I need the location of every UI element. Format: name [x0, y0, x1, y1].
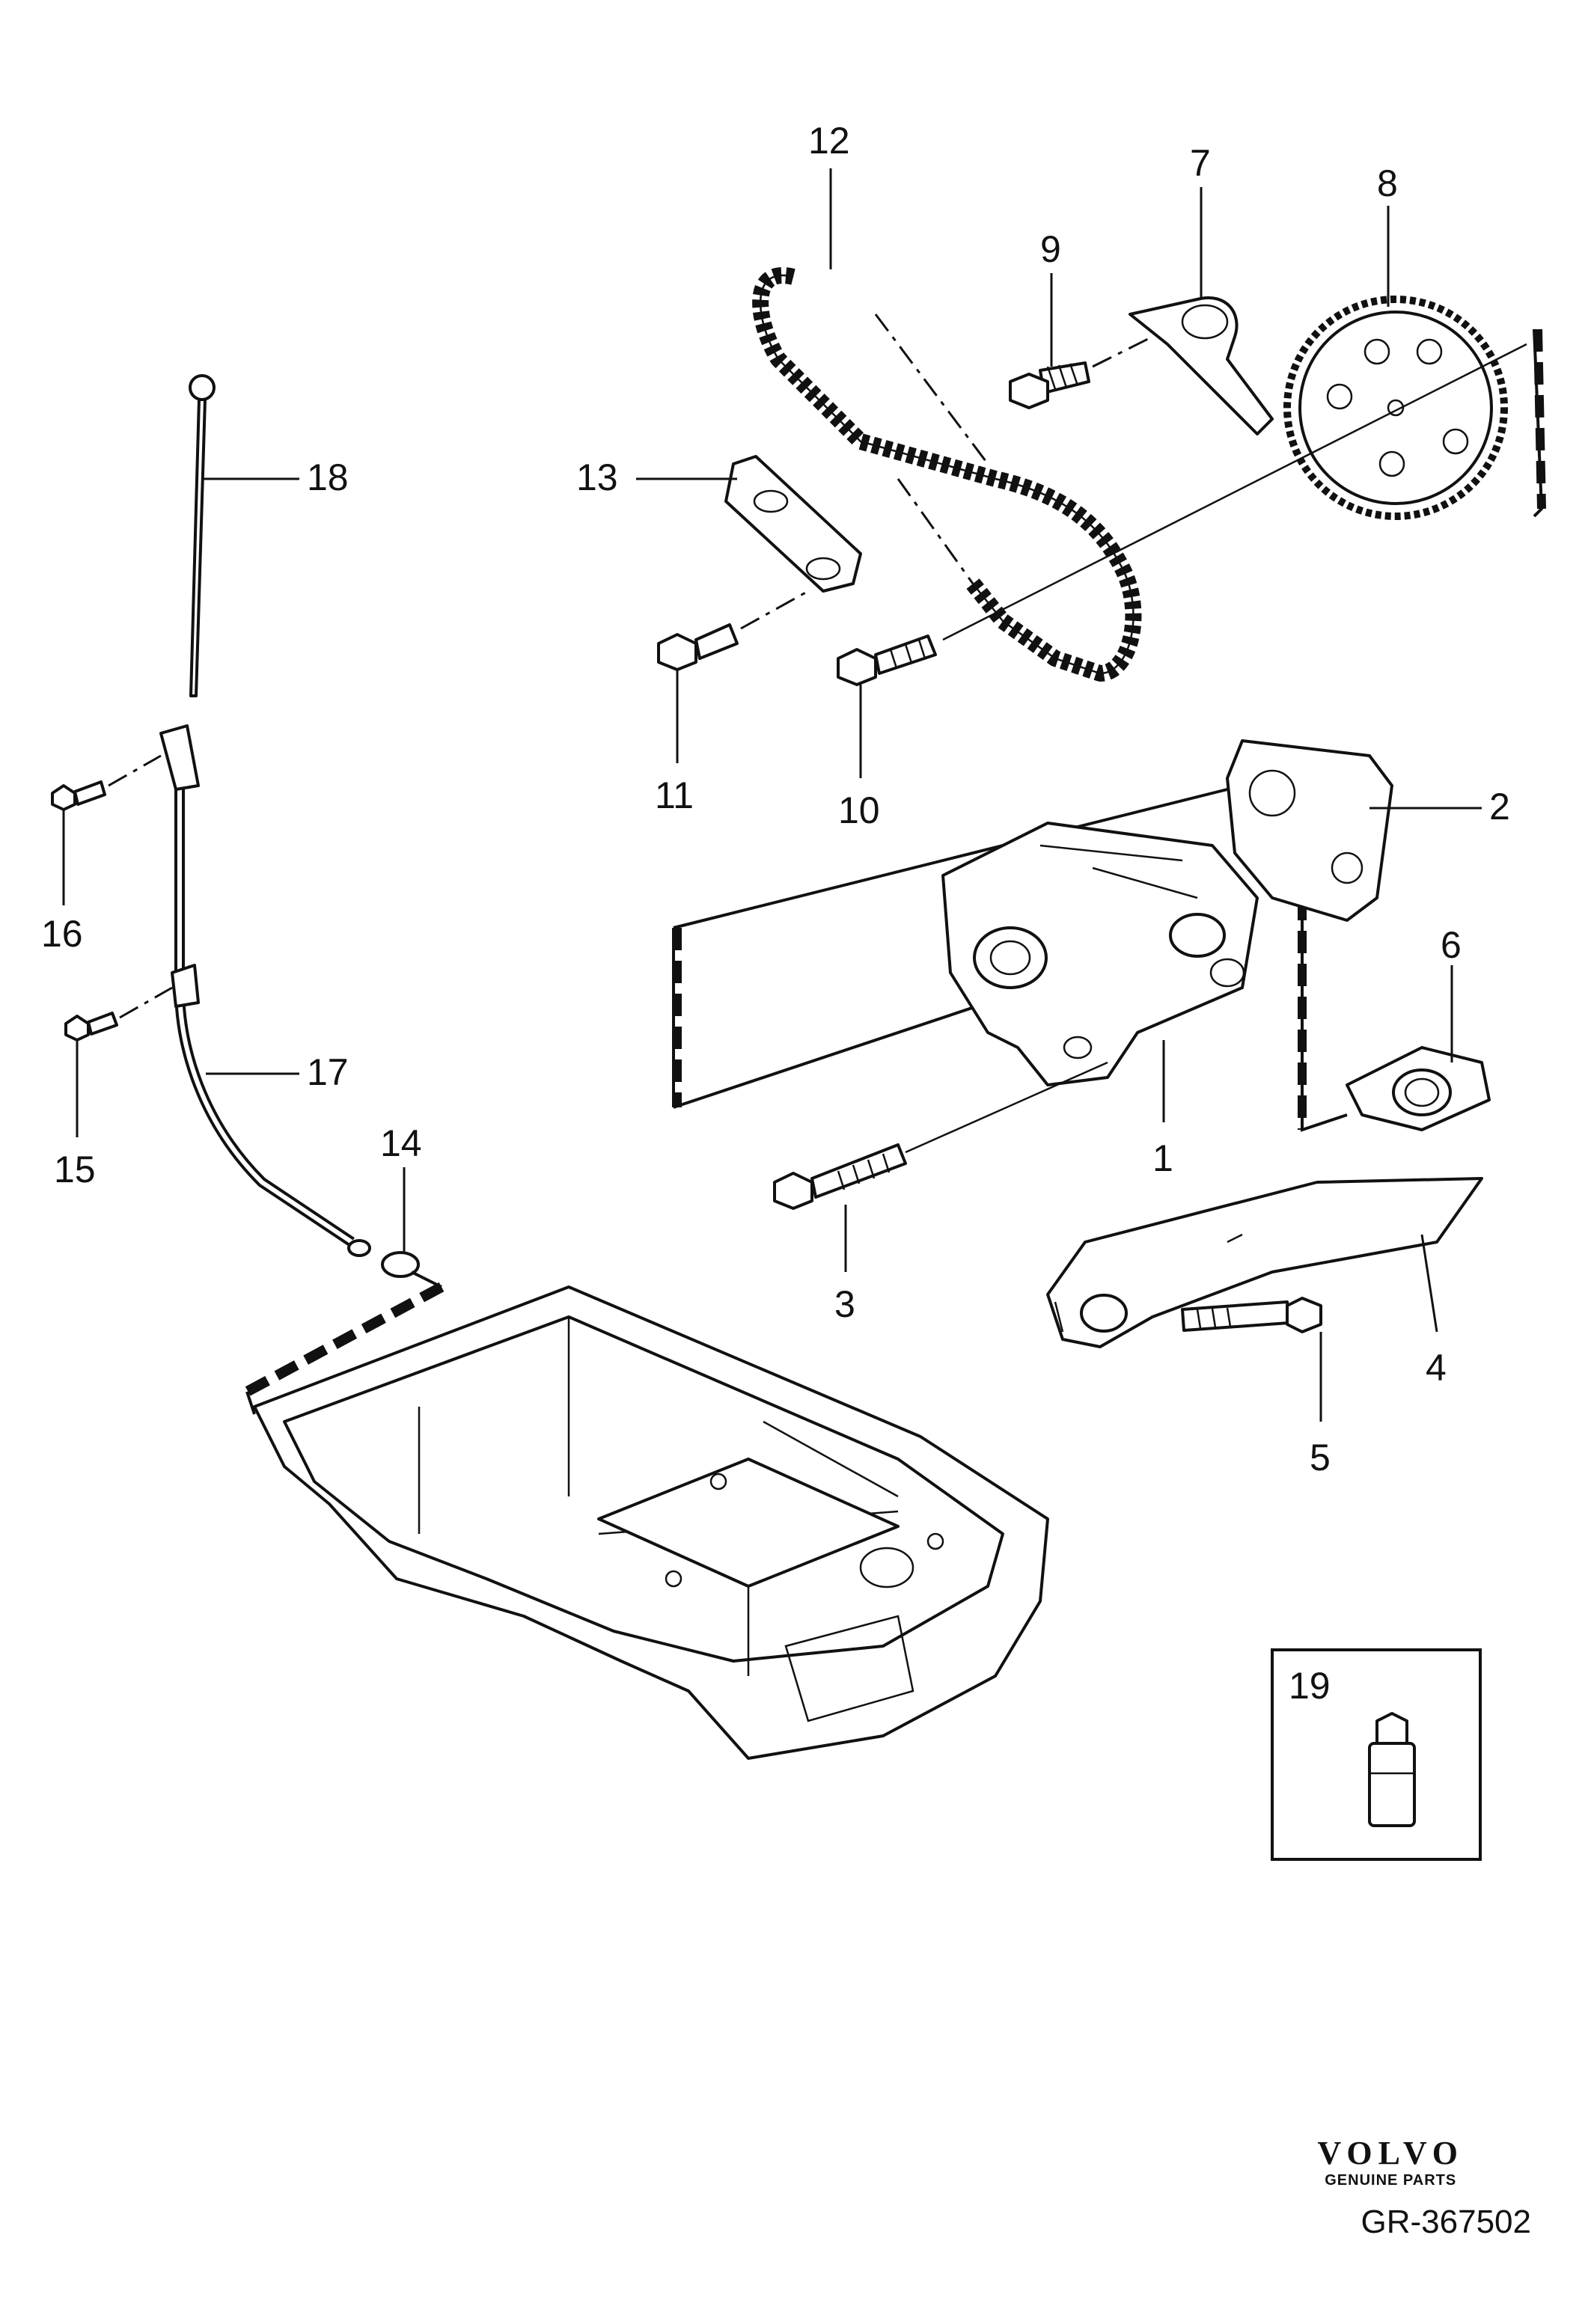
callout-18: 18: [307, 456, 349, 498]
oil-pan[interactable]: [253, 1285, 1049, 1760]
dipstick-tube[interactable]: [159, 724, 371, 1257]
callout-11: 11: [655, 774, 694, 816]
bolt-5[interactable]: [1181, 1297, 1322, 1333]
bolt-15[interactable]: [64, 986, 173, 1042]
plug-19[interactable]: [1368, 1712, 1416, 1827]
chain-tensioner[interactable]: [1129, 296, 1274, 435]
callout-9: 9: [1040, 228, 1061, 270]
bolt-9[interactable]: [1009, 335, 1153, 409]
figure-id: GR-367502: [1361, 2204, 1531, 2240]
callout-14: 14: [380, 1122, 422, 1164]
o-ring[interactable]: [381, 1251, 420, 1278]
callout-17: 17: [307, 1051, 349, 1093]
bolt-10[interactable]: [837, 634, 937, 686]
pump-gasket[interactable]: [1226, 739, 1393, 922]
callout-10: 10: [838, 789, 880, 831]
callout-2: 2: [1489, 786, 1510, 828]
callout-13: 13: [576, 456, 618, 498]
bolt-11[interactable]: [657, 590, 809, 671]
sprocket[interactable]: [1283, 296, 1508, 520]
callout-labels: 1 2 3 4 5 6 7 8 9 10 11 12 13 14 15 16 1…: [41, 120, 1510, 1707]
bolt-3[interactable]: [773, 1061, 1108, 1210]
callout-8: 8: [1377, 162, 1398, 204]
callout-19: 19: [1289, 1665, 1331, 1707]
bolt-16[interactable]: [51, 754, 162, 811]
brand-tagline: GENUINE PARTS: [1325, 2172, 1457, 2189]
callout-16: 16: [41, 913, 83, 955]
leader-lines: [62, 168, 1482, 1422]
oil-pickup-pipe[interactable]: [1046, 1177, 1483, 1348]
callout-1: 1: [1152, 1137, 1173, 1179]
oil-pump[interactable]: [941, 822, 1259, 1086]
timing-chain[interactable]: [752, 267, 1142, 682]
callout-4: 4: [1426, 1347, 1447, 1389]
callout-15: 15: [54, 1149, 96, 1190]
oil-pan-bracket: [244, 1270, 445, 1415]
dipstick[interactable]: [189, 374, 216, 697]
volvo-logo: VOLVO: [1317, 2135, 1464, 2171]
pump-seal[interactable]: [1346, 1046, 1491, 1131]
callout-12: 12: [808, 120, 850, 162]
callout-5: 5: [1310, 1437, 1331, 1479]
volvo-brand-mark: VOLVO GENUINE PARTS: [1317, 2137, 1464, 2191]
chain-guide[interactable]: [724, 455, 862, 593]
callout-7: 7: [1190, 142, 1211, 184]
callout-3: 3: [834, 1283, 855, 1325]
callout-6: 6: [1441, 924, 1462, 966]
